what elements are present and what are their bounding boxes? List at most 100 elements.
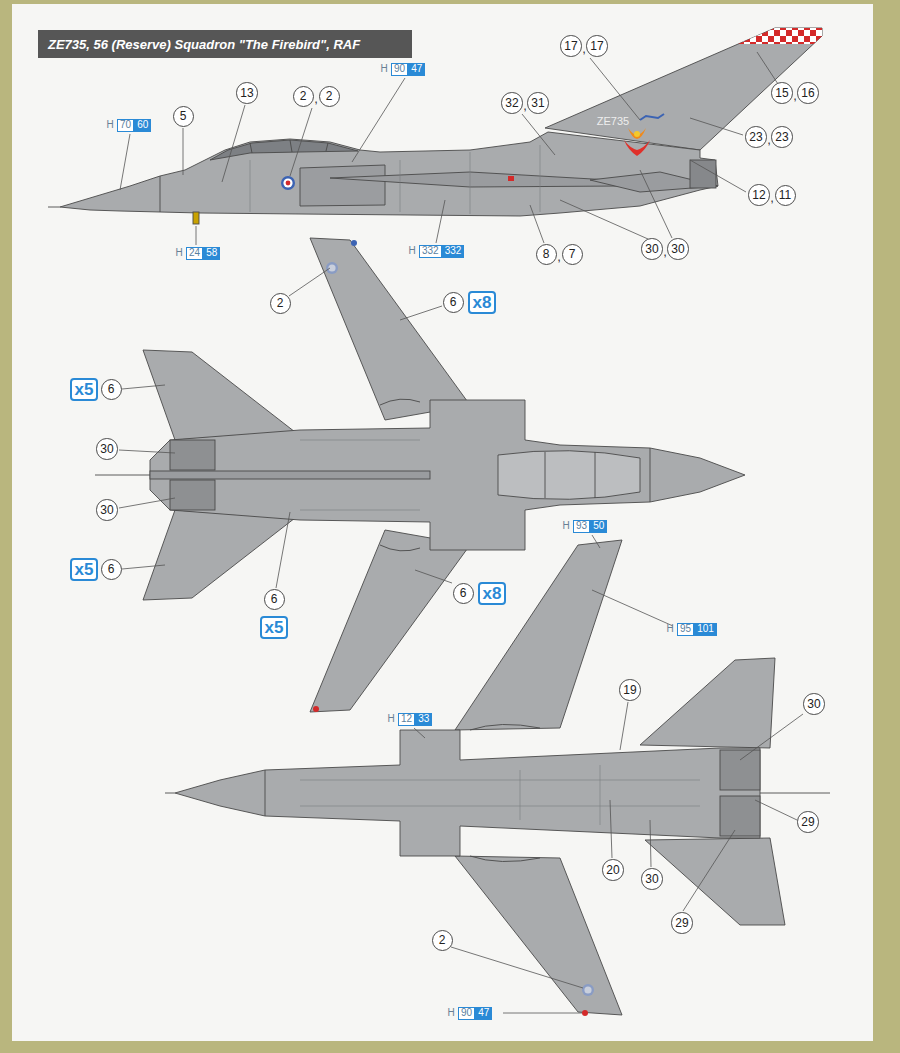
separator: ,	[582, 42, 586, 55]
leader-lines	[592, 590, 673, 626]
bottom-view	[720, 796, 760, 836]
paint-code-filled: 332	[442, 245, 465, 258]
top-view	[351, 240, 357, 246]
quantity-badge: x8	[468, 291, 497, 314]
node-text: 30	[645, 243, 658, 255]
serial-number: ZE735	[597, 116, 629, 127]
side-view	[690, 160, 716, 188]
node-text: 33	[418, 714, 429, 724]
bottom-view	[645, 838, 785, 925]
node-text: 16	[801, 87, 814, 99]
node-text: 60	[137, 120, 148, 130]
node-text: 30	[645, 873, 658, 885]
callout-number: 16	[797, 82, 818, 103]
leader-lines	[196, 226, 197, 245]
leader-lines	[119, 52, 803, 1013]
node-text: 30	[100, 504, 113, 516]
callout-number: 29	[671, 912, 692, 933]
leader-lines	[757, 52, 778, 84]
node-text: 332	[422, 246, 439, 256]
paint-brand: H	[447, 1008, 454, 1018]
leader-lines	[276, 512, 290, 588]
node-text: 6	[271, 593, 278, 605]
paint-brand: H	[408, 246, 415, 256]
callout-number: 23	[771, 126, 792, 147]
node-text: 29	[801, 816, 814, 828]
paint-code: 93	[573, 520, 590, 533]
paint-brand: H	[175, 248, 182, 258]
node-text: 70	[120, 120, 131, 130]
node-text: 29	[675, 917, 688, 929]
title-bar: ZE735, 56 (Reserve) Squadron "The Firebi…	[38, 30, 412, 58]
bottom-view	[300, 765, 700, 825]
callout-number: 12	[748, 184, 769, 205]
firebird-emblem	[634, 131, 640, 137]
paint-brand: H	[562, 521, 569, 531]
callout-number: 2	[270, 293, 291, 314]
paint-code-filled: 58	[203, 247, 220, 260]
firebird-emblem	[628, 128, 646, 139]
paint-brand: H	[387, 714, 394, 724]
leader-lines	[222, 105, 245, 182]
node-text: 13	[240, 87, 253, 99]
leader-lines	[620, 702, 628, 750]
separator: ,	[557, 250, 561, 263]
callout-number: 2	[432, 930, 453, 951]
paint-code: 332	[419, 245, 442, 258]
side-view	[508, 176, 514, 181]
paint-code: 70	[117, 119, 134, 132]
top-view	[300, 440, 420, 510]
top-view	[143, 350, 295, 440]
bottom-view	[640, 658, 775, 748]
separator: ,	[314, 92, 318, 105]
paint-code-filled: 50	[590, 520, 607, 533]
top-view	[650, 448, 651, 502]
callout-number: 6	[453, 583, 474, 604]
top-view	[545, 452, 595, 498]
node-text: 17	[564, 40, 577, 52]
node-text: x5	[265, 619, 284, 636]
leader-lines	[120, 134, 130, 190]
side-view	[193, 212, 199, 224]
bottom-view	[455, 540, 622, 730]
roundel	[283, 178, 292, 187]
callout-number: 6	[264, 589, 285, 610]
top-view	[170, 440, 215, 470]
side-view	[250, 140, 328, 153]
leader-lines	[352, 78, 405, 162]
callout-number: 23	[745, 126, 766, 147]
leader-lines	[451, 947, 583, 988]
leader-lines	[400, 306, 442, 320]
leader-lines	[122, 565, 165, 569]
paint-code: 24	[186, 247, 203, 260]
leader-lines	[119, 450, 175, 453]
paint-code-filled: 33	[415, 713, 432, 726]
callout-number: 30	[96, 499, 117, 520]
roundel	[281, 176, 295, 190]
callout-number: 30	[641, 238, 662, 259]
side-view	[545, 28, 822, 150]
side-view	[735, 28, 823, 44]
top-view	[150, 400, 745, 550]
top-view	[498, 451, 640, 500]
quantity-badge: x5	[70, 558, 99, 581]
title-text: ZE735, 56 (Reserve) Squadron "The Firebi…	[48, 37, 360, 52]
node-text: 7	[569, 248, 576, 260]
quantity-badge: x5	[70, 378, 99, 401]
callout-number: 30	[803, 693, 824, 714]
node-text: 47	[478, 1008, 489, 1018]
node-text: 93	[576, 521, 587, 531]
separator: ,	[663, 245, 667, 258]
bottom-view	[455, 856, 622, 1015]
firebird-emblem	[640, 114, 664, 120]
bottom-view	[760, 793, 830, 794]
leader-lines	[610, 800, 612, 858]
node-text: 2	[300, 90, 307, 102]
node-text: 12	[752, 189, 765, 201]
leader-lines	[592, 535, 600, 548]
node-text: 23	[749, 131, 762, 143]
callout-number: 2	[293, 86, 314, 107]
paint-code: 95	[677, 623, 694, 636]
bottom-view	[720, 750, 760, 790]
